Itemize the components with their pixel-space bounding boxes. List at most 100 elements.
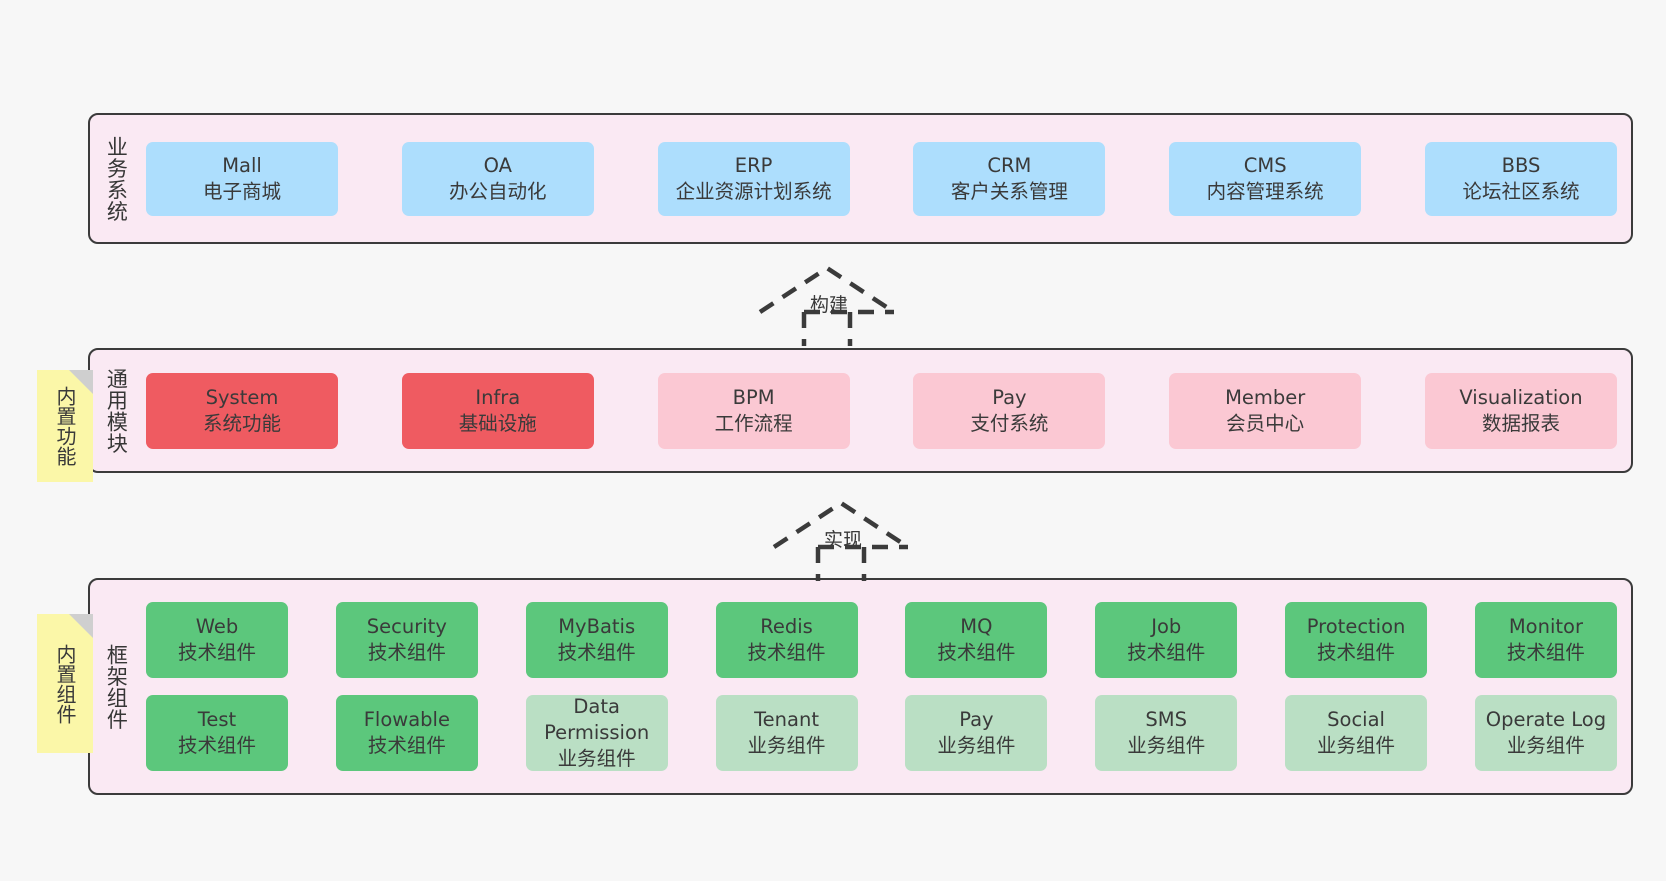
box-web-cn: 技术组件 (177, 641, 256, 664)
box-data-permission[interactable]: Data Permission 业务组件 (525, 695, 668, 771)
box-operate-log[interactable]: Operate Log 业务组件 (1474, 695, 1617, 771)
box-redis[interactable]: Redis 技术组件 (715, 602, 858, 678)
uml-generalization-arrow-icon (758, 265, 896, 346)
box-mq-cn: 技术组件 (937, 641, 1016, 664)
box-oa[interactable]: OA 办公自动化 (401, 141, 594, 216)
box-mq[interactable]: MQ 技术组件 (905, 602, 1048, 678)
box-web-en: Web (195, 615, 239, 639)
box-oa-cn: 办公自动化 (449, 179, 547, 203)
box-crm[interactable]: CRM 客户关系管理 (913, 141, 1106, 216)
connector-build: 构建 (752, 258, 922, 346)
box-cms-cn: 内容管理系统 (1206, 179, 1324, 203)
box-infra-cn: 基础设施 (458, 411, 537, 435)
box-tenant-cn: 业务组件 (747, 734, 826, 757)
box-data-permission-cn: 业务组件 (557, 746, 636, 770)
box-system-cn: 系统功能 (202, 411, 281, 435)
box-monitor[interactable]: Monitor 技术组件 (1474, 602, 1617, 678)
box-pay-module[interactable]: Pay 支付系统 (913, 372, 1106, 449)
box-sms-en: SMS (1145, 708, 1188, 732)
connector-implement-label: 实现 (824, 529, 863, 551)
layer-title-framework: 框架组件 (104, 643, 129, 730)
box-visualization-en: Visualization (1459, 385, 1583, 409)
box-job-en: Job (1151, 615, 1182, 639)
box-social-en: Social (1327, 708, 1385, 732)
box-operate-log-en: Operate Log (1485, 708, 1607, 732)
layer-body-business: Mall 电子商城 OA 办公自动化 ERP 企业资源计划系统 CRM 客户关系… (142, 115, 1631, 242)
box-flowable-en: Flowable (363, 708, 450, 732)
layer-title-modules: 通用模块 (104, 367, 129, 454)
box-data-permission-en: Data Permission (544, 695, 650, 745)
box-mybatis-cn: 技术组件 (557, 641, 636, 664)
box-visualization[interactable]: Visualization 数据报表 (1424, 372, 1617, 449)
box-security-cn: 技术组件 (367, 641, 446, 664)
box-infra[interactable]: Infra 基础设施 (401, 372, 594, 449)
box-bbs-cn: 论坛社区系统 (1462, 179, 1580, 203)
box-sms[interactable]: SMS 业务组件 (1095, 695, 1238, 771)
box-bpm-cn: 工作流程 (714, 411, 793, 435)
box-mall-en: Mall (222, 153, 262, 177)
box-bbs[interactable]: BBS 论坛社区系统 (1424, 141, 1617, 216)
box-cms-en: CMS (1243, 153, 1287, 177)
box-member-cn: 会员中心 (1226, 411, 1305, 435)
layer-title-business: 业务系统 (104, 135, 129, 222)
box-pay-component[interactable]: Pay 业务组件 (905, 695, 1048, 771)
box-member[interactable]: Member 会员中心 (1169, 372, 1362, 449)
box-pay-component-cn: 业务组件 (937, 734, 1016, 757)
box-web[interactable]: Web 技术组件 (146, 602, 288, 678)
layer-body-framework: Web 技术组件 Security 技术组件 MyBatis 技术组件 Redi… (142, 580, 1631, 793)
box-pay-module-en: Pay (992, 385, 1027, 409)
box-monitor-cn: 技术组件 (1506, 641, 1585, 664)
box-erp-cn: 企业资源计划系统 (675, 179, 832, 203)
box-security[interactable]: Security 技术组件 (335, 602, 478, 678)
box-bpm-en: BPM (732, 385, 775, 409)
box-test[interactable]: Test 技术组件 (146, 695, 288, 771)
box-bbs-en: BBS (1501, 153, 1541, 177)
box-test-en: Test (197, 708, 237, 732)
box-protection-cn: 技术组件 (1317, 641, 1396, 664)
layer-panel-modules: 通用模块 System 系统功能 Infra 基础设施 BPM 工作流程 Pay… (88, 348, 1633, 473)
connector-build-label: 构建 (810, 294, 849, 316)
box-mall[interactable]: Mall 电子商城 (146, 141, 338, 216)
box-flowable[interactable]: Flowable 技术组件 (335, 695, 478, 771)
box-infra-en: Infra (475, 385, 521, 409)
business-box-row: Mall 电子商城 OA 办公自动化 ERP 企业资源计划系统 CRM 客户关系… (146, 141, 1617, 216)
box-social-cn: 业务组件 (1317, 734, 1396, 757)
sticky-note-builtin-features: 内置功能 (37, 370, 93, 482)
box-flowable-cn: 技术组件 (367, 734, 446, 757)
uml-realization-arrow-icon (772, 500, 910, 581)
box-tenant[interactable]: Tenant 业务组件 (715, 695, 858, 771)
modules-box-row: System 系统功能 Infra 基础设施 BPM 工作流程 Pay 支付系统… (146, 372, 1617, 449)
framework-business-row: Test 技术组件 Flowable 技术组件 Data Permission … (146, 695, 1617, 771)
box-oa-en: OA (483, 153, 512, 177)
box-crm-en: CRM (987, 153, 1032, 177)
connector-implement: 实现 (766, 493, 936, 581)
box-monitor-en: Monitor (1508, 615, 1583, 639)
box-test-cn: 技术组件 (177, 734, 256, 757)
layer-panel-framework: 框架组件 Web 技术组件 Security 技术组件 MyBatis 技术组件… (88, 578, 1633, 795)
box-mq-en: MQ (960, 615, 993, 639)
box-mall-cn: 电子商城 (202, 179, 281, 203)
layer-body-modules: System 系统功能 Infra 基础设施 BPM 工作流程 Pay 支付系统… (142, 350, 1631, 471)
box-redis-en: Redis (760, 615, 813, 639)
box-job[interactable]: Job 技术组件 (1095, 602, 1238, 678)
box-protection-en: Protection (1306, 615, 1406, 639)
sticky-note-builtin-components: 内置组件 (37, 614, 93, 753)
box-cms[interactable]: CMS 内容管理系统 (1169, 141, 1362, 216)
box-social[interactable]: Social 业务组件 (1285, 695, 1428, 771)
box-mybatis[interactable]: MyBatis 技术组件 (525, 602, 668, 678)
box-protection[interactable]: Protection 技术组件 (1285, 602, 1428, 678)
box-sms-cn: 业务组件 (1127, 734, 1206, 757)
box-pay-component-en: Pay (959, 708, 994, 732)
box-crm-cn: 客户关系管理 (950, 179, 1068, 203)
box-job-cn: 技术组件 (1127, 641, 1206, 664)
layer-panel-business: 业务系统 Mall 电子商城 OA 办公自动化 ERP 企业资源计划系统 CRM… (88, 113, 1633, 244)
box-security-en: Security (366, 615, 447, 639)
box-erp-en: ERP (734, 153, 773, 177)
box-system[interactable]: System 系统功能 (146, 372, 338, 449)
box-pay-module-cn: 支付系统 (970, 411, 1049, 435)
box-erp[interactable]: ERP 企业资源计划系统 (657, 141, 850, 216)
box-mybatis-en: MyBatis (558, 615, 636, 639)
box-bpm[interactable]: BPM 工作流程 (657, 372, 850, 449)
box-visualization-cn: 数据报表 (1481, 411, 1560, 435)
box-member-en: Member (1225, 385, 1306, 409)
